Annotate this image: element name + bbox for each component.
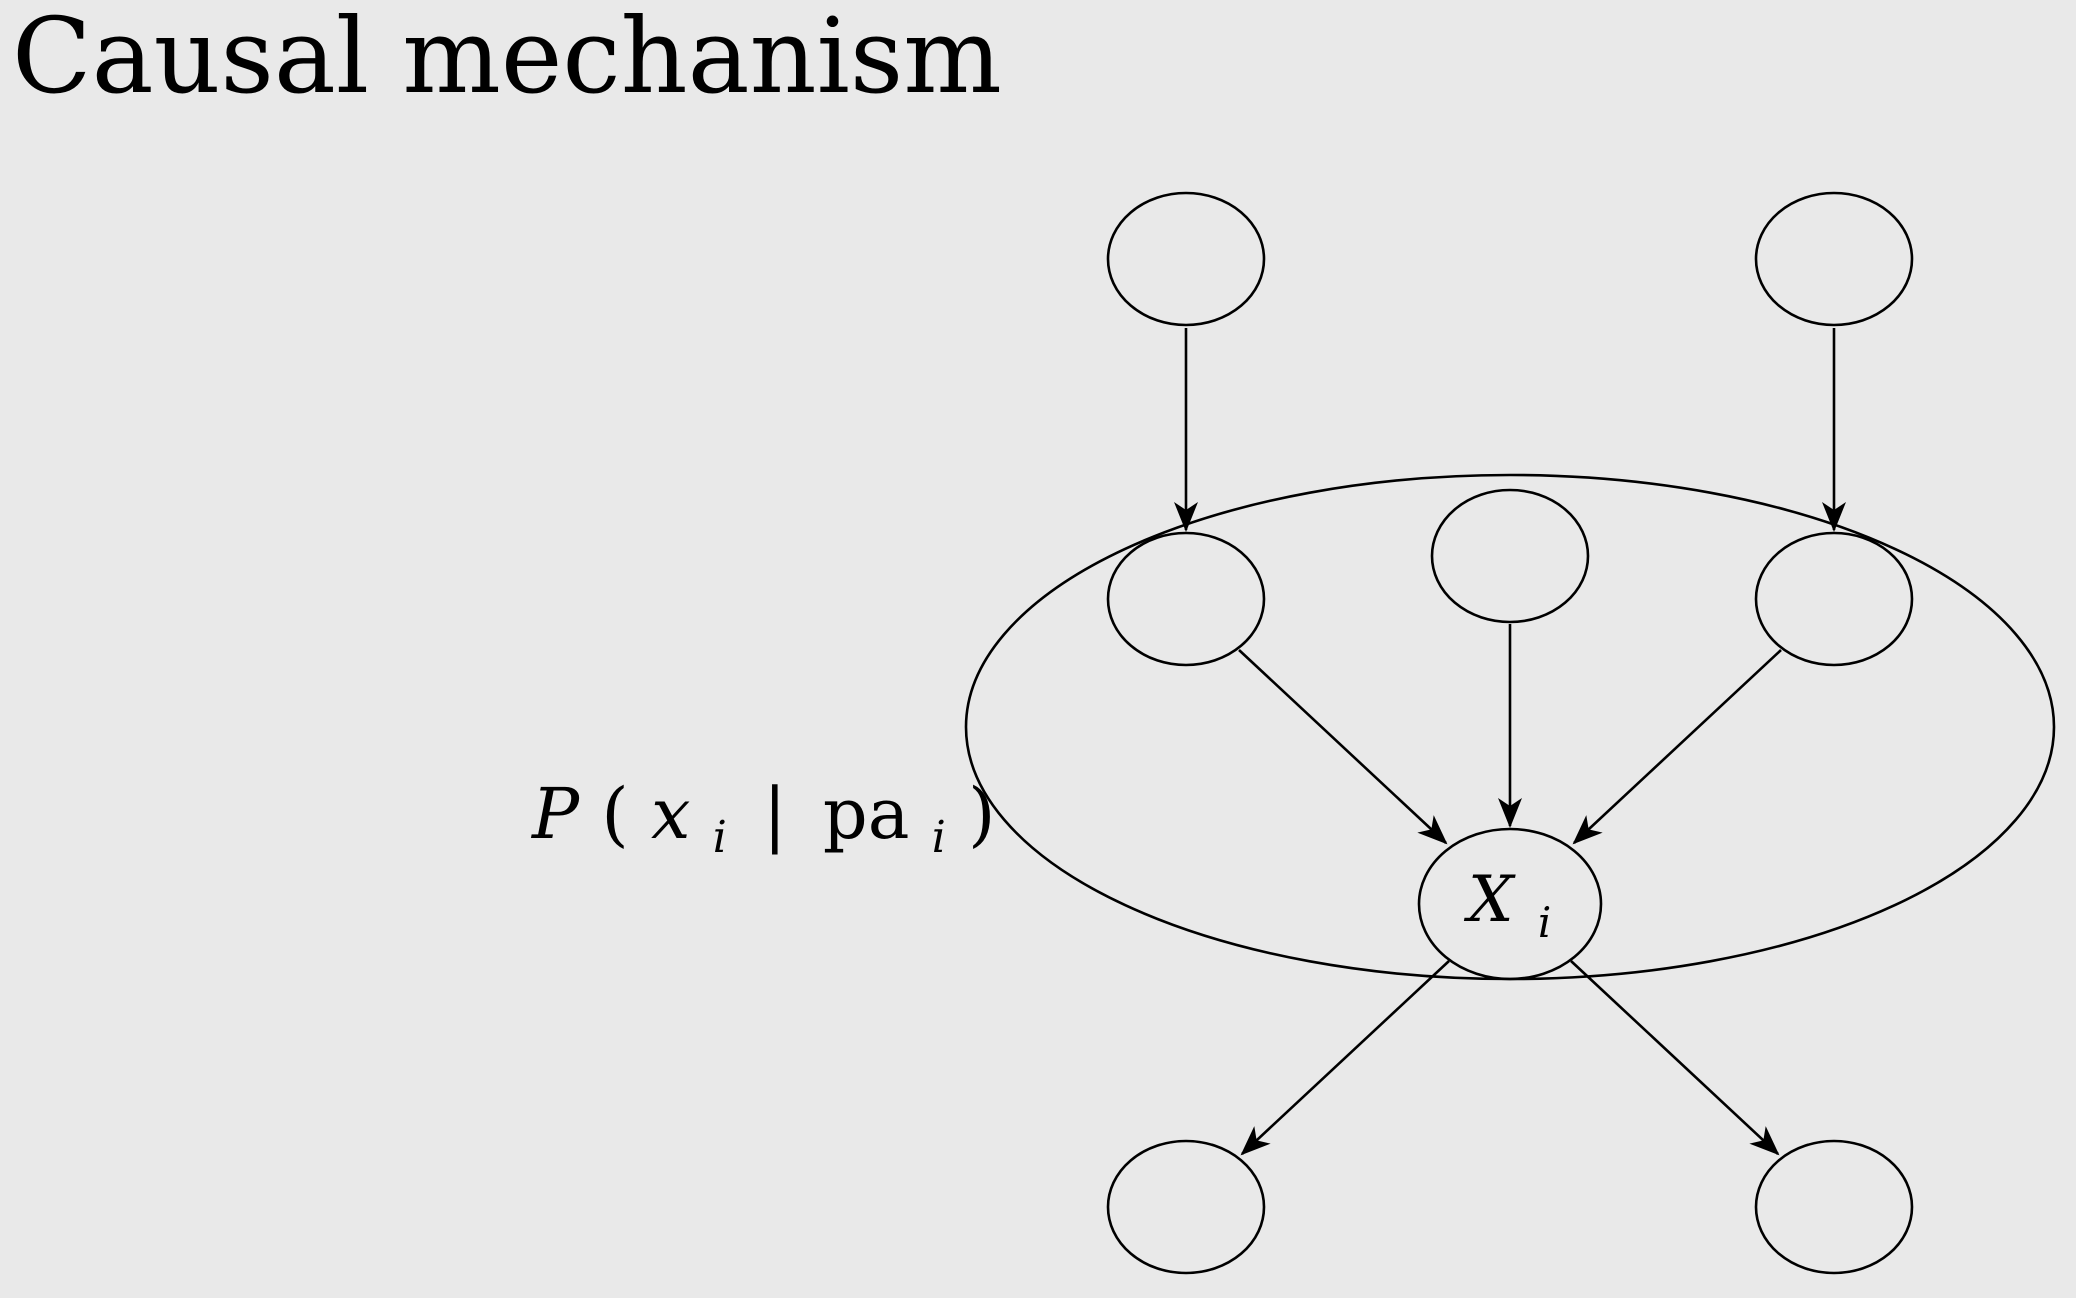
edge-xi-to-child-right xyxy=(1570,960,1780,1156)
mechanism-label: P ( x i | pa i ) xyxy=(530,773,995,869)
child-node-left xyxy=(1106,1139,1266,1275)
edge-xi-to-child-left xyxy=(1240,960,1450,1156)
mechanism-variable: x xyxy=(651,773,690,855)
mechanism-given-bar: | xyxy=(763,773,787,855)
grandparent-node-right xyxy=(1754,191,1914,327)
parent-node-right xyxy=(1754,531,1914,667)
center-node-subscript: i xyxy=(1538,898,1551,947)
grandparent-node-left xyxy=(1106,191,1266,327)
mechanism-close-paren: ) xyxy=(968,773,995,855)
mechanism-parents: pa xyxy=(823,773,910,855)
center-node-label: X i xyxy=(1463,863,1551,947)
parent-node-middle xyxy=(1430,488,1590,624)
center-node-name: X xyxy=(1463,863,1516,937)
edge-parent-right-to-xi xyxy=(1572,649,1782,845)
mechanism-function: P xyxy=(530,773,581,855)
child-node-right xyxy=(1754,1139,1914,1275)
parent-node-left xyxy=(1106,531,1266,667)
mechanism-parents-subscript: i xyxy=(932,812,946,863)
mechanism-open-paren: ( xyxy=(601,773,628,855)
center-node-xi xyxy=(1417,827,1603,981)
edge-parent-left-to-xi xyxy=(1238,649,1448,845)
slide-title: Causal mechanism xyxy=(12,0,1002,117)
mechanism-variable-subscript: i xyxy=(713,812,727,863)
